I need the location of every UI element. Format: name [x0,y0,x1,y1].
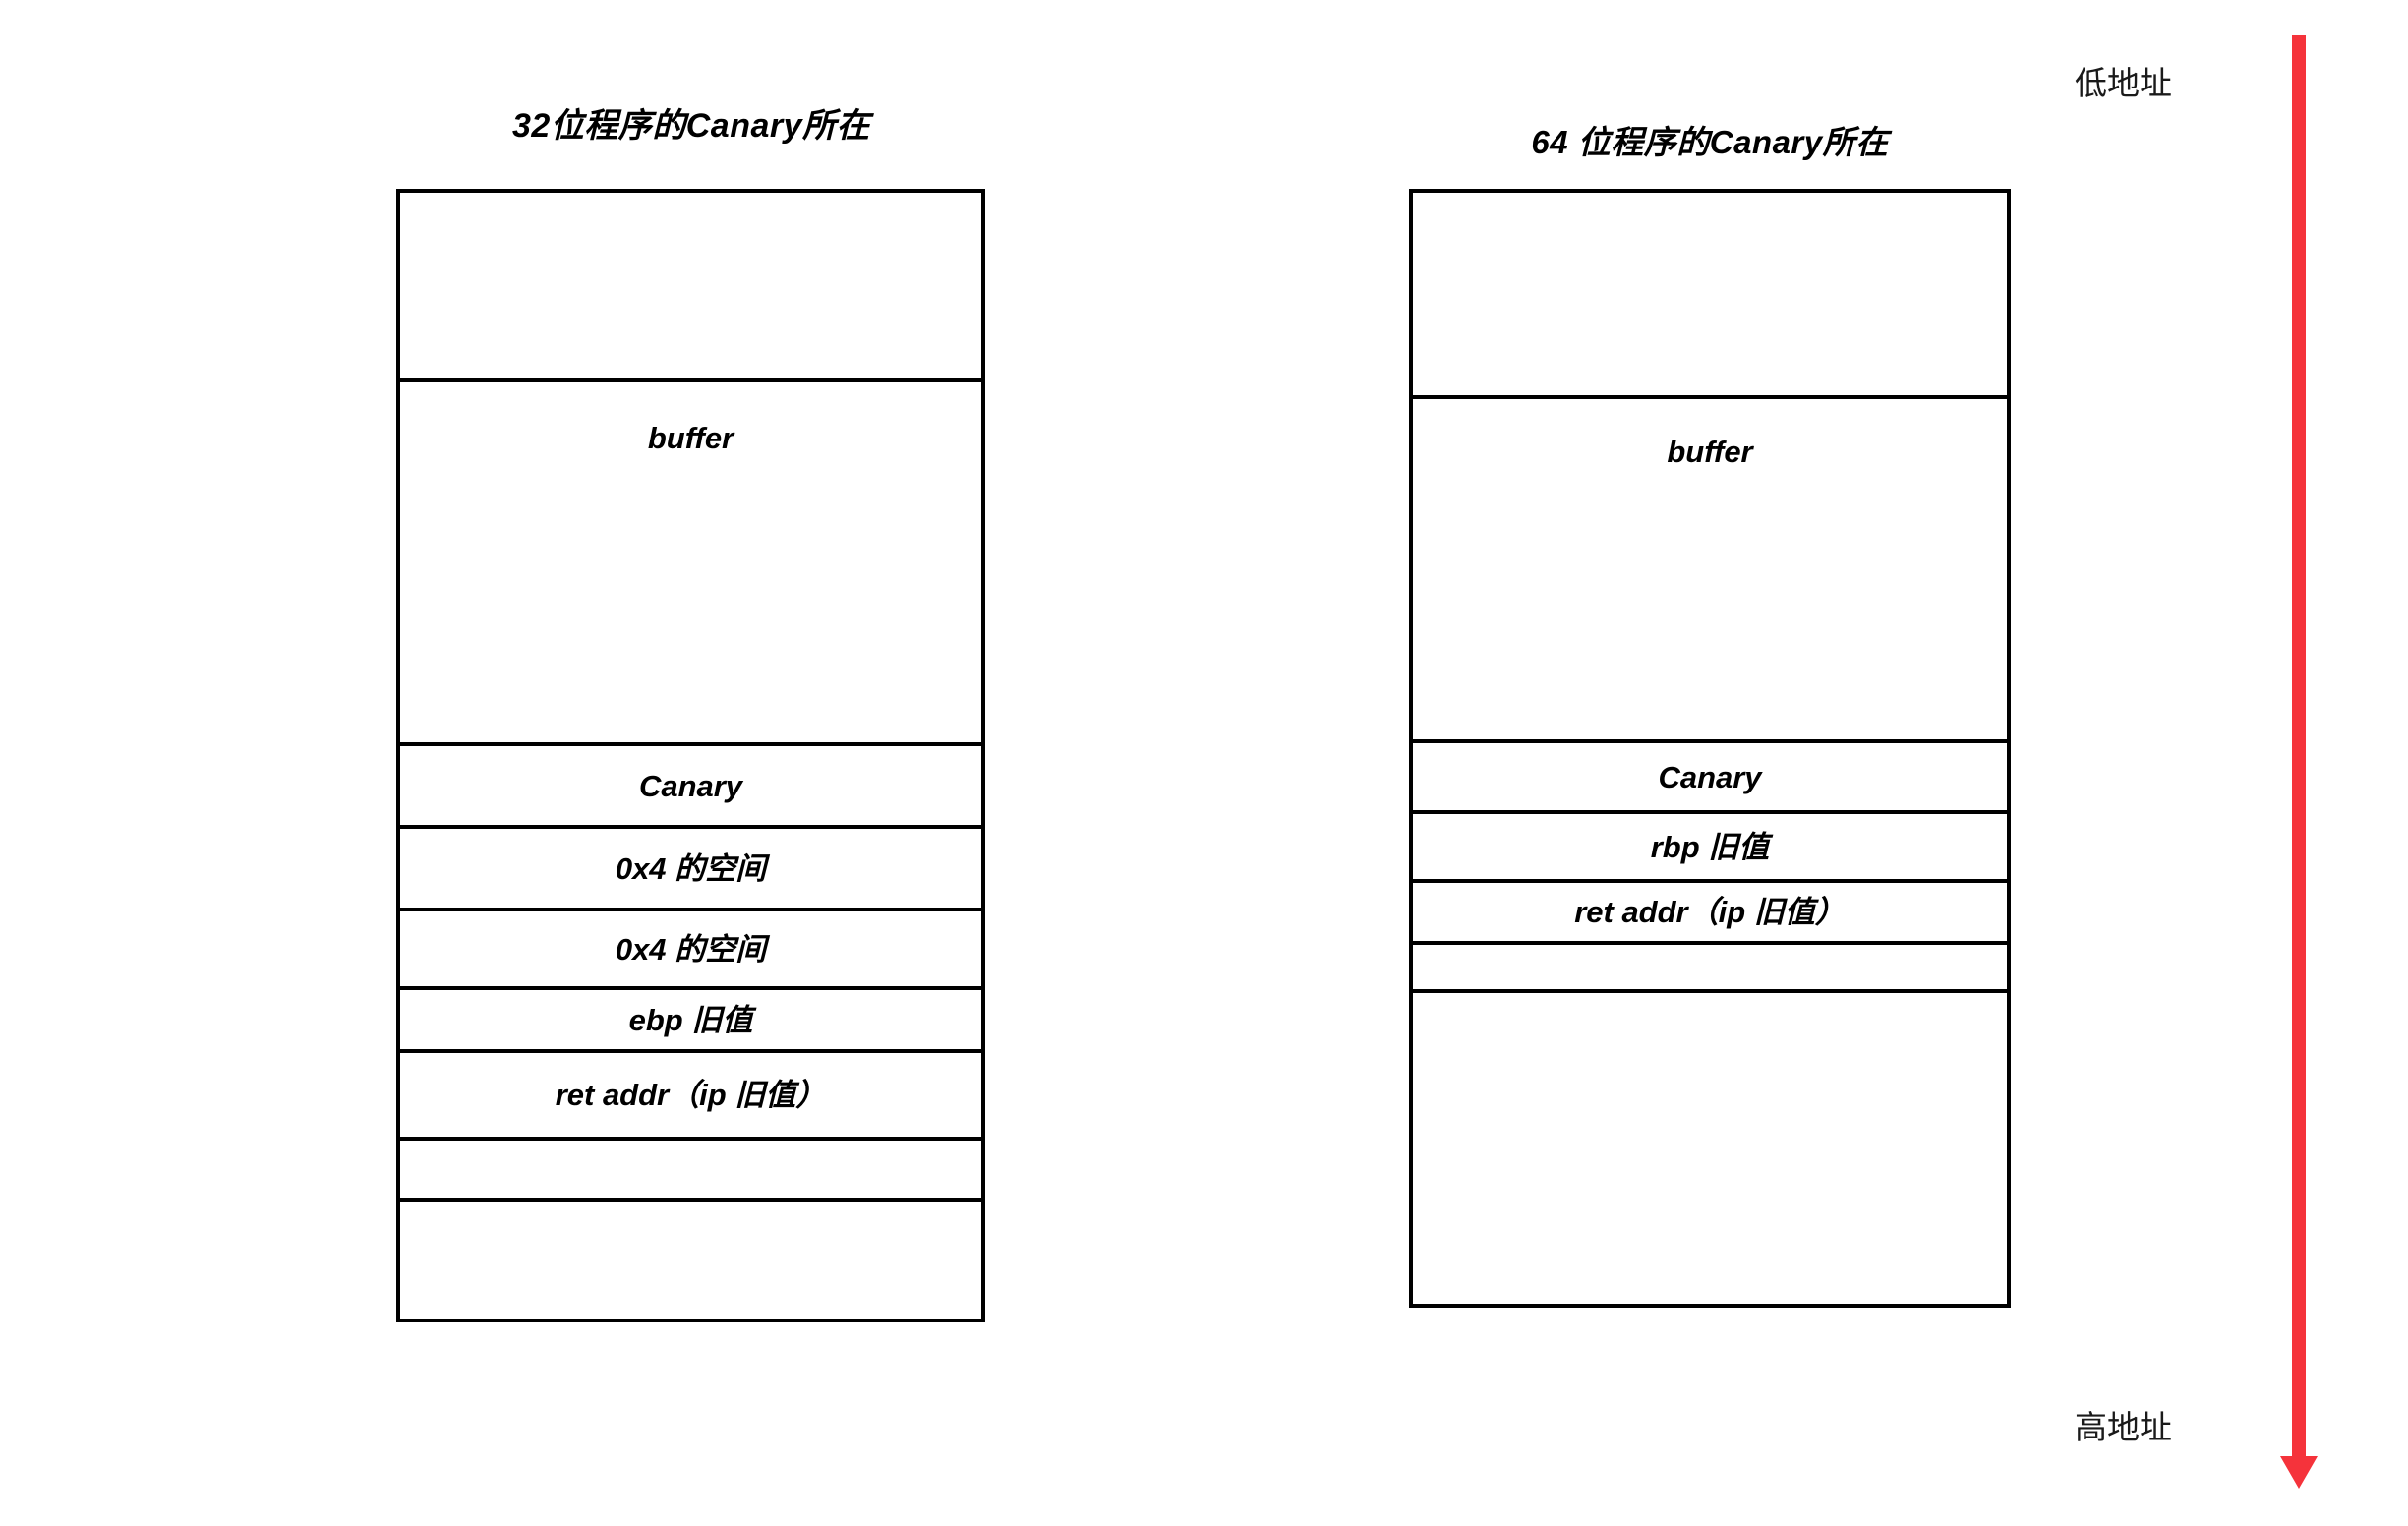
stack32-cell-pad-2-label: 0x4 的空间 [615,931,767,967]
stack32-cell-empty-2 [400,1198,981,1319]
low-address-label: 低地址 [2075,64,2172,102]
stack32-cell-canary: Canary [400,742,981,825]
stack32-cell-ret-addr: ret addr（ip 旧值） [400,1049,981,1137]
stack64-frame: buffer Canary rbp 旧值 ret addr（ip 旧值） [1409,189,2011,1308]
stack64-cell-rbp-label: rbp 旧值 [1650,829,1770,864]
stack64-cell-buffer: buffer [1413,395,2007,739]
stack32-cell-buffer: buffer [400,378,981,742]
stack64-cell-canary-label: Canary [1658,759,1762,794]
stack32-cell-empty-1 [400,1137,981,1198]
stack32-cell-ebp: ebp 旧值 [400,986,981,1049]
stack64-cell-buffer-label: buffer [1667,435,1753,469]
stack32-cell-canary-label: Canary [638,768,743,803]
stack32-cell-pad-1: 0x4 的空间 [400,825,981,908]
stack64-cell-ret-addr: ret addr（ip 旧值） [1413,879,2007,941]
stack32-cell-buffer-label: buffer [647,421,734,455]
address-direction-arrow-icon [2280,35,2318,1489]
stack32-cell-pad-2: 0x4 的空间 [400,908,981,986]
stack64-cell-canary: Canary [1413,739,2007,810]
stack32-cell-ebp-label: ebp 旧值 [628,1002,753,1037]
stack32-cell-ret-addr-label: ret addr（ip 旧值） [555,1078,827,1112]
stack64-cell-rbp: rbp 旧值 [1413,810,2007,879]
stack64-cell-empty-top [1413,193,2007,395]
stack32-title: 32位程序的Canary所在 [511,107,871,145]
stack32-cell-empty-top [400,193,981,378]
stack64-cell-empty-2 [1413,989,2007,1312]
stack64-title: 64 位程序的Canary所在 [1531,124,1889,160]
stack64-cell-empty-1 [1413,941,2007,989]
high-address-label: 高地址 [2075,1408,2172,1446]
stack64-cell-ret-addr-label: ret addr（ip 旧值） [1574,895,1846,929]
stack32-frame: buffer Canary 0x4 的空间 0x4 的空间 ebp 旧值 ret… [396,189,985,1322]
stack32-cell-pad-1-label: 0x4 的空间 [615,851,767,886]
